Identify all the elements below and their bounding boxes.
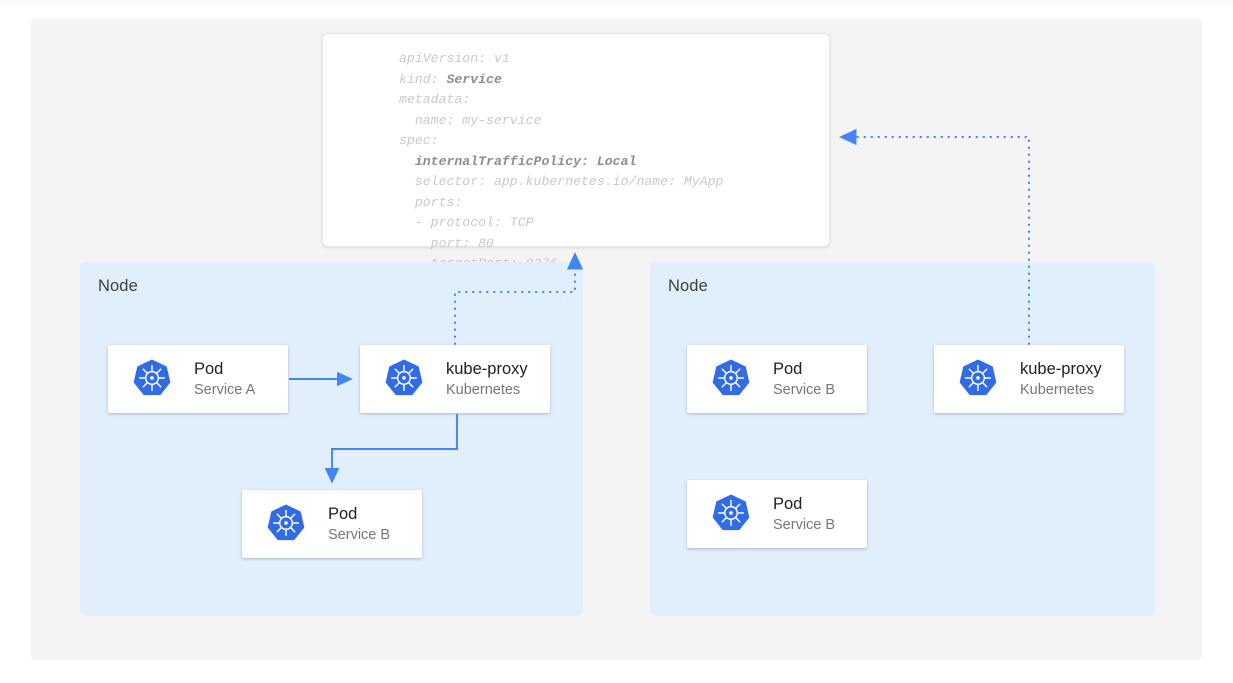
card-subtitle: Service B	[773, 516, 836, 533]
card-title: Pod	[773, 359, 803, 378]
yaml-line-protocol: - protocol: TCP	[399, 215, 534, 230]
card-pod-service-a[interactable]: Pod Service A	[108, 345, 288, 413]
card-kube-proxy-left[interactable]: kube-proxy Kubernetes	[360, 345, 550, 413]
card-title: Pod	[328, 504, 358, 523]
card-text: kube-proxy Kubernetes	[1020, 359, 1102, 400]
card-text: Pod Service B	[328, 504, 390, 545]
card-subtitle: Kubernetes	[446, 381, 521, 398]
card-subtitle: Service B	[773, 381, 836, 398]
yaml-line-ports: ports:	[399, 194, 463, 210]
service-spec-yaml: apiVersion: v1 kind: Service metadata: n…	[399, 49, 723, 275]
kubernetes-icon	[712, 359, 750, 396]
card-text: Pod Service B	[773, 359, 835, 400]
kubernetes-icon	[385, 359, 423, 396]
top-strip	[0, 0, 1233, 5]
service-spec-card: apiVersion: v1 kind: Service metadata: n…	[322, 33, 830, 271]
yaml-line-spec: spec:	[399, 133, 439, 148]
kubernetes-icon	[267, 504, 305, 541]
card-subtitle: Service A	[194, 381, 256, 398]
card-pod-service-b-right-top[interactable]: Pod Service B	[687, 345, 867, 413]
yaml-line-apiversion: apiVersion: v1	[399, 51, 510, 66]
yaml-line-internaltrafficpolicy: internalTrafficPolicy: Local	[399, 153, 637, 169]
card-text: kube-proxy Kubernetes	[446, 359, 528, 400]
card-title: Pod	[773, 494, 803, 513]
card-subtitle: Kubernetes	[1020, 381, 1095, 398]
yaml-line-name: name: my-service	[399, 112, 542, 128]
card-title: kube-proxy	[446, 359, 528, 378]
card-text: Pod Service A	[194, 359, 255, 400]
yaml-line-port: port: 80	[399, 235, 494, 251]
node-label-left: Node	[98, 277, 138, 295]
node-panel-left: Node	[80, 262, 583, 616]
node-panel-right: Node	[650, 262, 1155, 616]
yaml-line-selector: selector: app.kubernetes.io/name: MyApp	[399, 174, 724, 189]
card-subtitle: Service B	[328, 526, 391, 543]
card-title: kube-proxy	[1020, 359, 1102, 378]
kubernetes-icon	[133, 359, 171, 396]
card-pod-service-b-right-bottom[interactable]: Pod Service B	[687, 480, 867, 548]
card-kube-proxy-right[interactable]: kube-proxy Kubernetes	[934, 345, 1124, 413]
kubernetes-icon	[959, 359, 997, 396]
card-title: Pod	[194, 359, 224, 378]
node-label-right: Node	[668, 277, 708, 295]
yaml-line-kind: kind: Service	[399, 71, 502, 87]
card-pod-service-b-left[interactable]: Pod Service B	[242, 490, 422, 558]
kubernetes-icon	[712, 494, 750, 531]
yaml-line-metadata: metadata:	[399, 92, 471, 107]
card-text: Pod Service B	[773, 494, 835, 535]
